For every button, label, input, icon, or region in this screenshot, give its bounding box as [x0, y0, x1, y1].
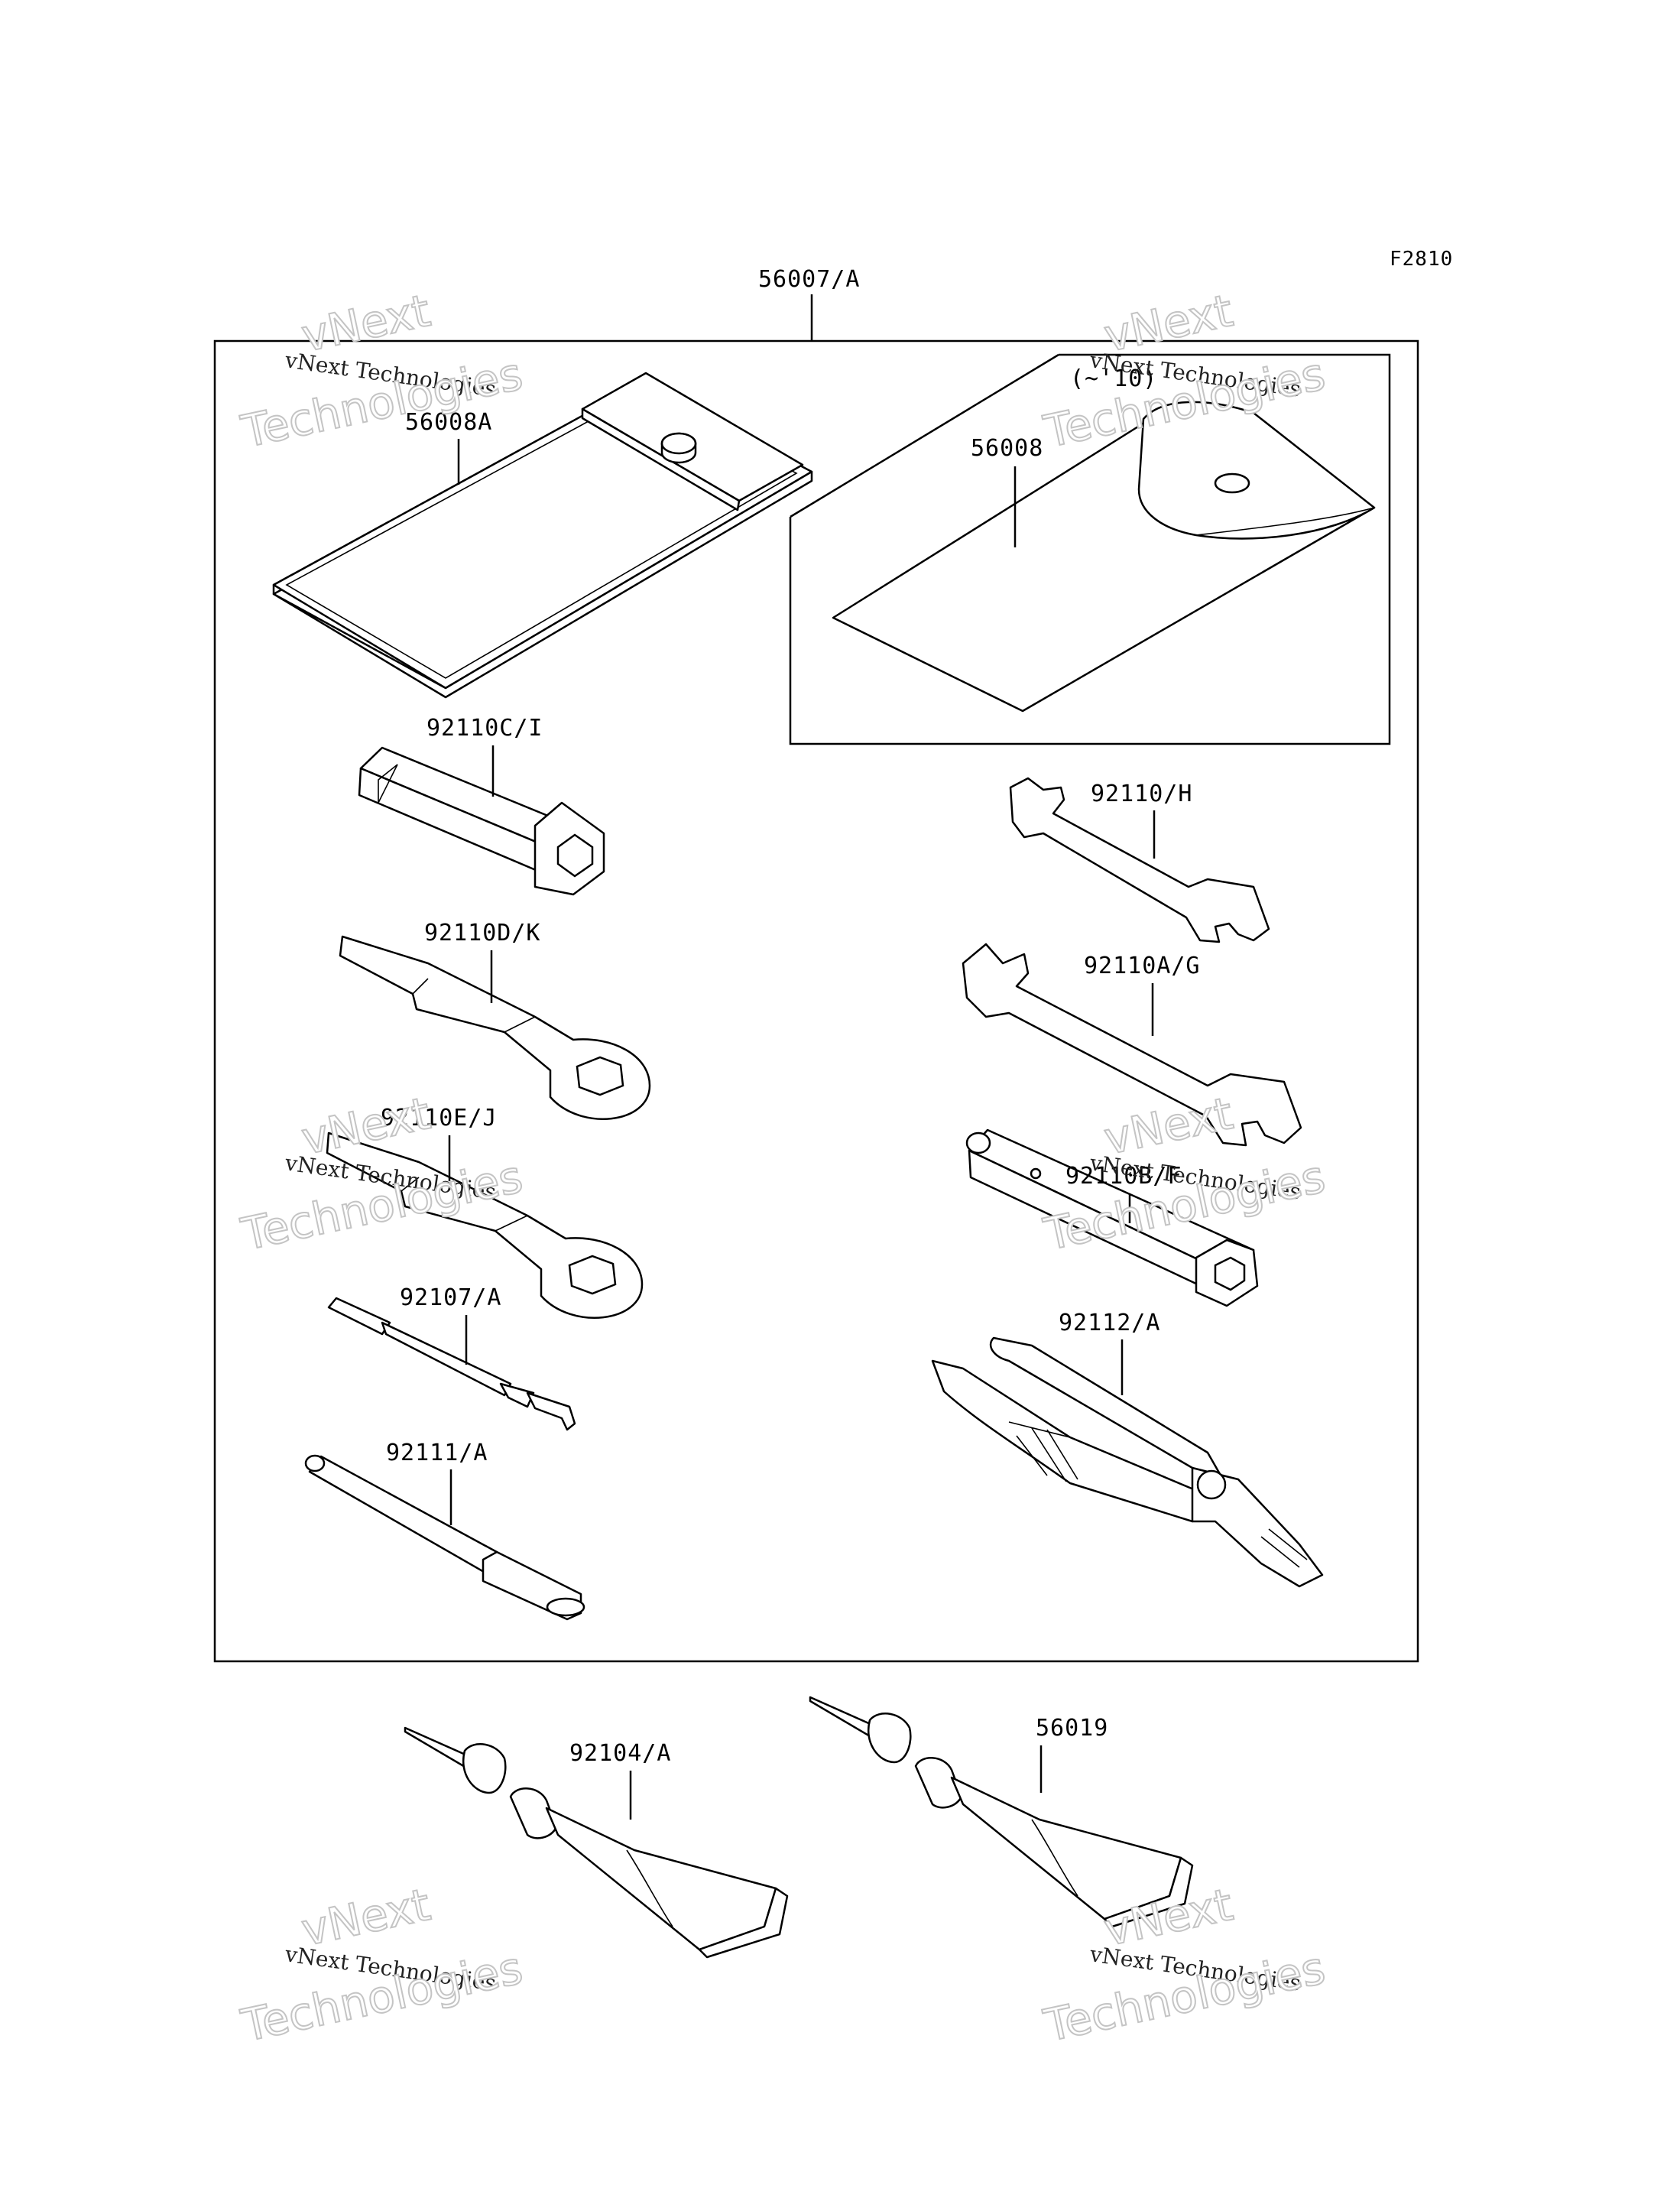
tube-56019	[809, 1696, 1194, 1928]
tool-bag-56008a	[272, 372, 813, 699]
open-wrench-92110a-g	[962, 943, 1302, 1147]
label-92112-a: 92112/A	[1059, 1310, 1160, 1336]
label-56008: 56008	[971, 435, 1043, 462]
open-wrench-92110-h	[1009, 777, 1270, 943]
label-92110a-g: 92110A/G	[1084, 953, 1201, 979]
label-92104-a: 92104/A	[569, 1740, 671, 1767]
figure-code: F2810	[1390, 248, 1453, 271]
label-92110-h: 92110/H	[1091, 781, 1192, 807]
pliers-92112-a	[931, 1336, 1324, 1588]
label-92111-a: 92111/A	[386, 1440, 488, 1466]
tool-kit-frame	[213, 339, 1419, 1663]
label-92110d-k: 92110D/K	[424, 920, 541, 946]
plug-wrench-92110b-f	[965, 1128, 1259, 1307]
tool-bag-56008	[832, 401, 1376, 713]
sub-frame-10	[789, 353, 1391, 745]
label-92110c-i: 92110C/I	[426, 715, 543, 742]
watermark-bottom-left: vNext vNext Technologies Technologies	[236, 1878, 528, 2053]
svg-text:vNext: vNext	[297, 1878, 435, 1956]
watermark-bottom-right: vNext vNext Technologies Technologies	[1039, 1878, 1331, 2053]
handle-92111-a	[304, 1454, 585, 1621]
kit-label: 56007/A	[758, 266, 860, 293]
label-92110b-f: 92110B/F	[1065, 1163, 1182, 1190]
ring-spanner-92110d-k	[339, 935, 651, 1120]
svg-text:vNext: vNext	[1100, 284, 1237, 362]
label-92110e-j: 92110E/J	[381, 1105, 498, 1131]
ring-spanner-92110e-j	[326, 1131, 644, 1319]
socket-wrench-92110c-i	[358, 746, 605, 896]
label-56019: 56019	[1036, 1715, 1108, 1742]
label-until-10: (~'10)	[1070, 365, 1157, 392]
screwdriver-92107-a	[327, 1297, 576, 1431]
svg-text:vNext: vNext	[297, 284, 435, 362]
label-92107-a: 92107/A	[400, 1284, 501, 1311]
svg-text:vNext: vNext	[1100, 1087, 1237, 1165]
tube-92104-a	[404, 1726, 789, 1959]
label-56008a: 56008A	[405, 409, 492, 436]
